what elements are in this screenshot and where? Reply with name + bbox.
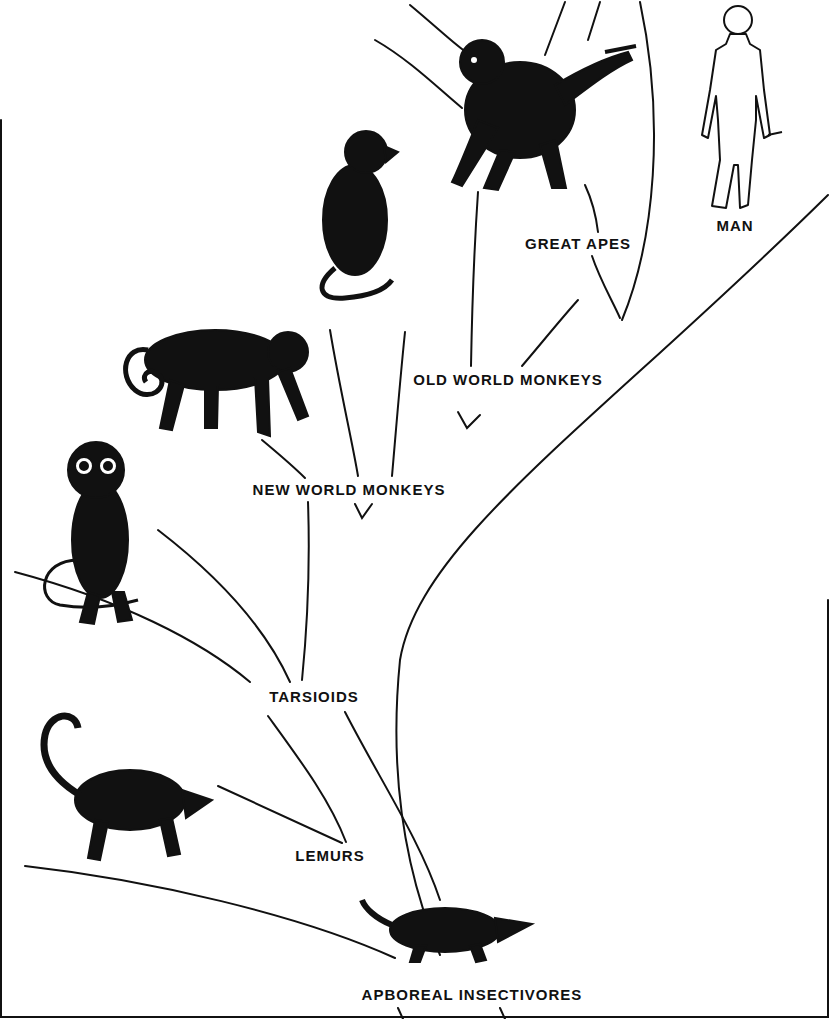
monkey-body	[323, 165, 387, 275]
branch-line	[268, 716, 346, 842]
tarsier-pupil	[104, 462, 112, 470]
tarsier-leg	[112, 592, 132, 622]
branch-line	[522, 300, 578, 366]
branch-line	[398, 1008, 403, 1019]
monkey-leg	[205, 385, 218, 428]
branch-line	[262, 440, 305, 478]
monkey-arm	[278, 368, 308, 420]
main-trunk	[396, 195, 828, 955]
branch-line	[302, 502, 309, 680]
branch-line	[330, 330, 358, 476]
ape-leg	[484, 150, 515, 190]
human-body	[702, 34, 770, 208]
group-label: NEW WORLD MONKEYS	[250, 481, 449, 499]
branch-line	[15, 572, 250, 682]
branch-line	[545, 2, 565, 55]
group-label: LEMURS	[292, 847, 367, 865]
old-world-monkey-figure	[322, 131, 398, 298]
monkey-head	[345, 131, 387, 173]
ape-stick	[605, 46, 636, 52]
ape-eye	[471, 57, 477, 63]
ape-figure	[452, 40, 636, 190]
insectivore-tail	[362, 900, 392, 925]
group-label: GREAT APES	[522, 235, 634, 253]
frame-border	[1, 120, 828, 1017]
tarsier-figure	[45, 442, 138, 624]
frame	[1, 120, 828, 1017]
tarsier-eye	[99, 457, 117, 475]
monkey-head	[268, 332, 308, 372]
monkey-tail	[126, 349, 162, 394]
ape-arm-raised	[555, 52, 632, 105]
new-world-monkey-figure	[126, 330, 308, 436]
insectivore-snout	[495, 918, 532, 942]
man-figure	[702, 6, 782, 208]
lemur-tail	[44, 716, 80, 795]
branches	[15, 2, 828, 1019]
branch-line	[355, 504, 372, 518]
monkey-leg	[160, 380, 184, 430]
branch-line	[471, 192, 478, 366]
tarsier-head	[68, 442, 124, 498]
tarsier-pupil	[80, 462, 88, 470]
insectivore-body	[390, 908, 500, 952]
held-stick	[768, 132, 782, 135]
lemur-figure	[44, 716, 212, 860]
insectivore-leg	[410, 945, 426, 962]
lemur-head	[182, 790, 212, 818]
branch-line	[158, 530, 290, 682]
branch-line	[392, 332, 405, 476]
tarsier-leg	[80, 592, 100, 624]
group-label: OLD WORLD MONKEYS	[410, 371, 606, 389]
branch-line	[458, 412, 480, 428]
insectivore-leg	[470, 944, 486, 962]
tarsier-eye	[75, 457, 93, 475]
group-label: APBOREAL INSECTIVORES	[359, 986, 586, 1004]
branch-line	[500, 1008, 505, 1019]
ape-head	[460, 40, 504, 84]
branch-line	[588, 2, 600, 40]
branch-line	[592, 256, 620, 318]
branch-line	[410, 5, 470, 55]
branch-line	[585, 185, 598, 232]
lemur-leg	[88, 820, 108, 860]
branch-line	[375, 40, 462, 108]
group-label: TARSIOIDS	[266, 688, 362, 706]
human-head	[724, 6, 752, 34]
ape-leg	[540, 140, 566, 188]
monkey-arm	[255, 378, 270, 436]
monkey-tail	[322, 268, 392, 298]
monkey-muzzle	[384, 146, 398, 162]
tarsier-body	[72, 482, 128, 598]
insectivore-figure	[362, 900, 532, 962]
branch-line	[345, 712, 440, 900]
lemur-leg	[160, 818, 180, 856]
group-label: MAN	[713, 217, 756, 235]
branch-line	[25, 866, 395, 958]
